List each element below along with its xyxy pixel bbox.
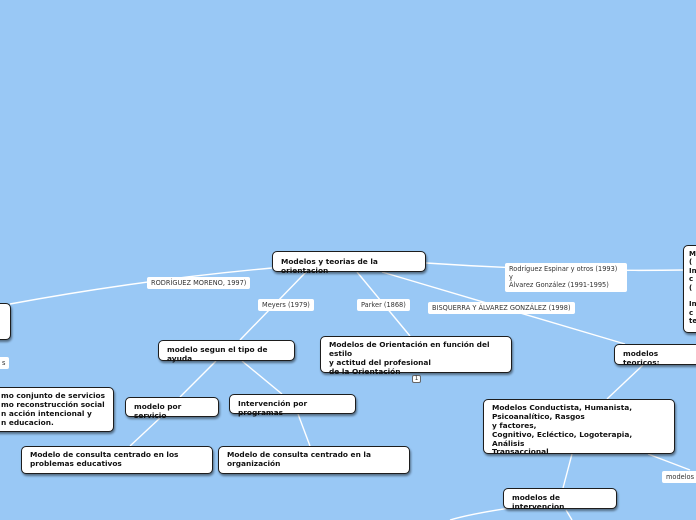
label-right-edge: modelos	[662, 471, 696, 484]
node-tipo-ayuda[interactable]: modelo segun el tipo de ayuda	[158, 340, 295, 363]
node-estilo-badge[interactable]: 1	[412, 375, 421, 383]
connector-tipo-servicio	[179, 360, 217, 398]
label-rodriguez-moreno: RODRÍGUEZ MORENO, 1997)	[147, 277, 251, 290]
connector-root-left	[9, 267, 273, 305]
node-modelo-servicio[interactable]: modelo por servicio	[125, 397, 219, 420]
node-intervencion-programas[interactable]: Intervención por programas	[229, 394, 356, 417]
label-meyers: Meyers (1979)	[258, 299, 314, 312]
connector-intervencion-down	[565, 509, 573, 520]
node-teoricos[interactable]: modelos teoricos:	[614, 344, 696, 367]
node-root[interactable]: Modelos y teorias de la orientacion	[272, 251, 426, 275]
node-modelos-intervencion[interactable]: modelos de intervencion	[503, 488, 617, 511]
connector-teoricos-humanista	[606, 364, 644, 400]
connector-humanista-right	[647, 453, 691, 471]
connector-servicio-consulta	[129, 417, 161, 447]
node-consulta-educativos[interactable]: Modelo de consulta centrado en los probl…	[21, 446, 213, 474]
connector-intervencion-left	[449, 507, 511, 520]
node-consulta-organizacion[interactable]: Modelo de consulta centrado en la organi…	[218, 446, 410, 474]
connector-tipo-programas	[241, 360, 283, 395]
label-bisquerra: BISQUERRA Y ÁLVAREZ GONZÁLEZ (1998)	[428, 302, 575, 315]
connector-humanista-intervencion	[562, 453, 573, 489]
node-estilo-profesional[interactable]: Modelos de Orientación en función del es…	[320, 336, 512, 376]
node-left-offscreen[interactable]	[0, 303, 11, 340]
node-modelos-humanista[interactable]: Modelos Conductista, Humanista, Psicoana…	[483, 399, 675, 456]
node-right-partial[interactable]: M ( In c ( In c te	[683, 245, 696, 333]
label-parker: Parker (1868)	[357, 299, 410, 312]
label-left-edge: s	[0, 357, 10, 370]
label-rodriguez-espinar: Rodríguez Espinar y otros (1993) y Álvar…	[505, 263, 627, 292]
node-left-partial[interactable]: mo conjunto de servicios mo reconstrucci…	[0, 387, 114, 432]
connector-programas-consulta	[297, 413, 311, 447]
